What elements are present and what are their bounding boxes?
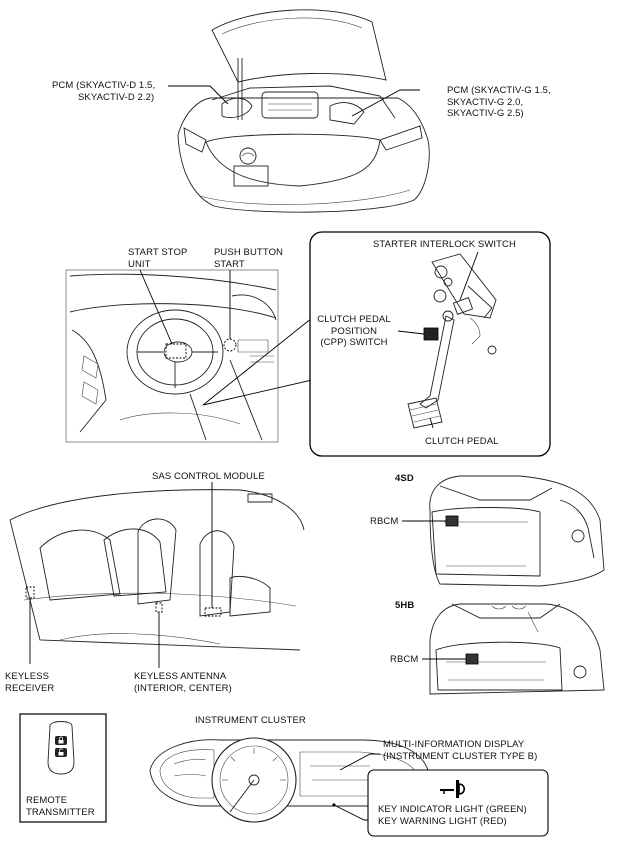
multi-information-display-label: MULTI-INFORMATION DISPLAY (INSTRUMENT CL… bbox=[383, 739, 537, 762]
key-icon bbox=[440, 780, 466, 798]
start-stop-unit-label: START STOP UNIT bbox=[128, 247, 187, 270]
lock-icon bbox=[58, 736, 64, 744]
remote-transmitter-frame bbox=[19, 713, 107, 823]
label-line: (INSTRUMENT CLUSTER TYPE B) bbox=[383, 750, 538, 762]
label-line: START STOP bbox=[128, 247, 188, 258]
label-line: SKYACTIV-G 2.5) bbox=[447, 108, 524, 119]
label-line: START bbox=[214, 258, 245, 270]
sedan-trunk-illustration bbox=[429, 475, 605, 587]
sedan-heading: 4SD bbox=[395, 473, 414, 484]
label-line: POSITION bbox=[330, 325, 378, 337]
key-light-label: KEY INDICATOR LIGHT (GREEN) KEY WARNING … bbox=[378, 804, 527, 827]
vehicle-interior-illustration bbox=[9, 489, 305, 651]
keyless-antenna-label: KEYLESS ANTENNA (INTERIOR, CENTER) bbox=[134, 671, 232, 694]
unlock-icon bbox=[58, 748, 64, 756]
pedal-detail-frame bbox=[309, 231, 551, 457]
label-line: KEYLESS ANTENNA bbox=[134, 671, 227, 682]
label-line: TRANSMITTER bbox=[26, 806, 95, 818]
label-line: PCM (SKYACTIV-G 1.5, bbox=[447, 85, 551, 96]
hatchback-heading: 5HB bbox=[395, 600, 415, 611]
label-line: RECEIVER bbox=[5, 682, 55, 694]
clutch-pedal-label: CLUTCH PEDAL bbox=[425, 436, 499, 447]
pcm-gasoline-label: PCM (SKYACTIV-G 1.5, SKYACTIV-G 2.0, SKY… bbox=[447, 85, 551, 120]
rbcm-5hb-label: RBCM bbox=[390, 654, 419, 665]
push-button-start-label: PUSH BUTTON START bbox=[214, 247, 283, 270]
hatchback-trunk-illustration bbox=[429, 603, 605, 695]
label-line: PCM (SKYACTIV-D 1.5, bbox=[52, 80, 156, 91]
label-line: REMOTE bbox=[26, 795, 68, 806]
label-line: SKYACTIV-D 2.2) bbox=[78, 91, 155, 103]
label-line: MULTI-INFORMATION DISPLAY bbox=[383, 739, 525, 750]
label-line: CLUTCH PEDAL bbox=[317, 314, 391, 325]
label-line: KEY WARNING LIGHT (RED) bbox=[378, 815, 507, 827]
instrument-cluster-illustration bbox=[149, 737, 429, 823]
label-line: SKYACTIV-G 2.0, bbox=[447, 96, 524, 108]
label-line: PUSH BUTTON bbox=[214, 247, 284, 258]
remote-transmitter-illustration bbox=[47, 721, 75, 775]
sas-control-module-label: SAS CONTROL MODULE bbox=[152, 471, 265, 482]
label-line: (CPP) SWITCH bbox=[320, 337, 388, 348]
cpp-switch-label: CLUTCH PEDAL POSITION (CPP) SWITCH bbox=[313, 314, 395, 349]
label-line: (INTERIOR, CENTER) bbox=[134, 682, 232, 694]
pcm-diesel-label: PCM (SKYACTIV-D 1.5, SKYACTIV-D 2.2) bbox=[52, 80, 155, 103]
clutch-pedal-illustration bbox=[407, 253, 497, 429]
label-line: KEY INDICATOR LIGHT (GREEN) bbox=[378, 804, 527, 815]
rbcm-4sd-label: RBCM bbox=[370, 516, 399, 527]
steering-wheel-illustration bbox=[65, 269, 279, 443]
instrument-cluster-label: INSTRUMENT CLUSTER bbox=[195, 715, 306, 726]
key-light-callout-frame bbox=[367, 769, 549, 837]
starter-interlock-switch-label: STARTER INTERLOCK SWITCH bbox=[373, 239, 516, 250]
engine-bay-illustration bbox=[177, 9, 430, 213]
keyless-receiver-label: KEYLESS RECEIVER bbox=[5, 671, 54, 694]
label-line: UNIT bbox=[128, 258, 151, 270]
label-line: KEYLESS bbox=[5, 671, 50, 682]
remote-transmitter-label: REMOTE TRANSMITTER bbox=[26, 795, 95, 818]
